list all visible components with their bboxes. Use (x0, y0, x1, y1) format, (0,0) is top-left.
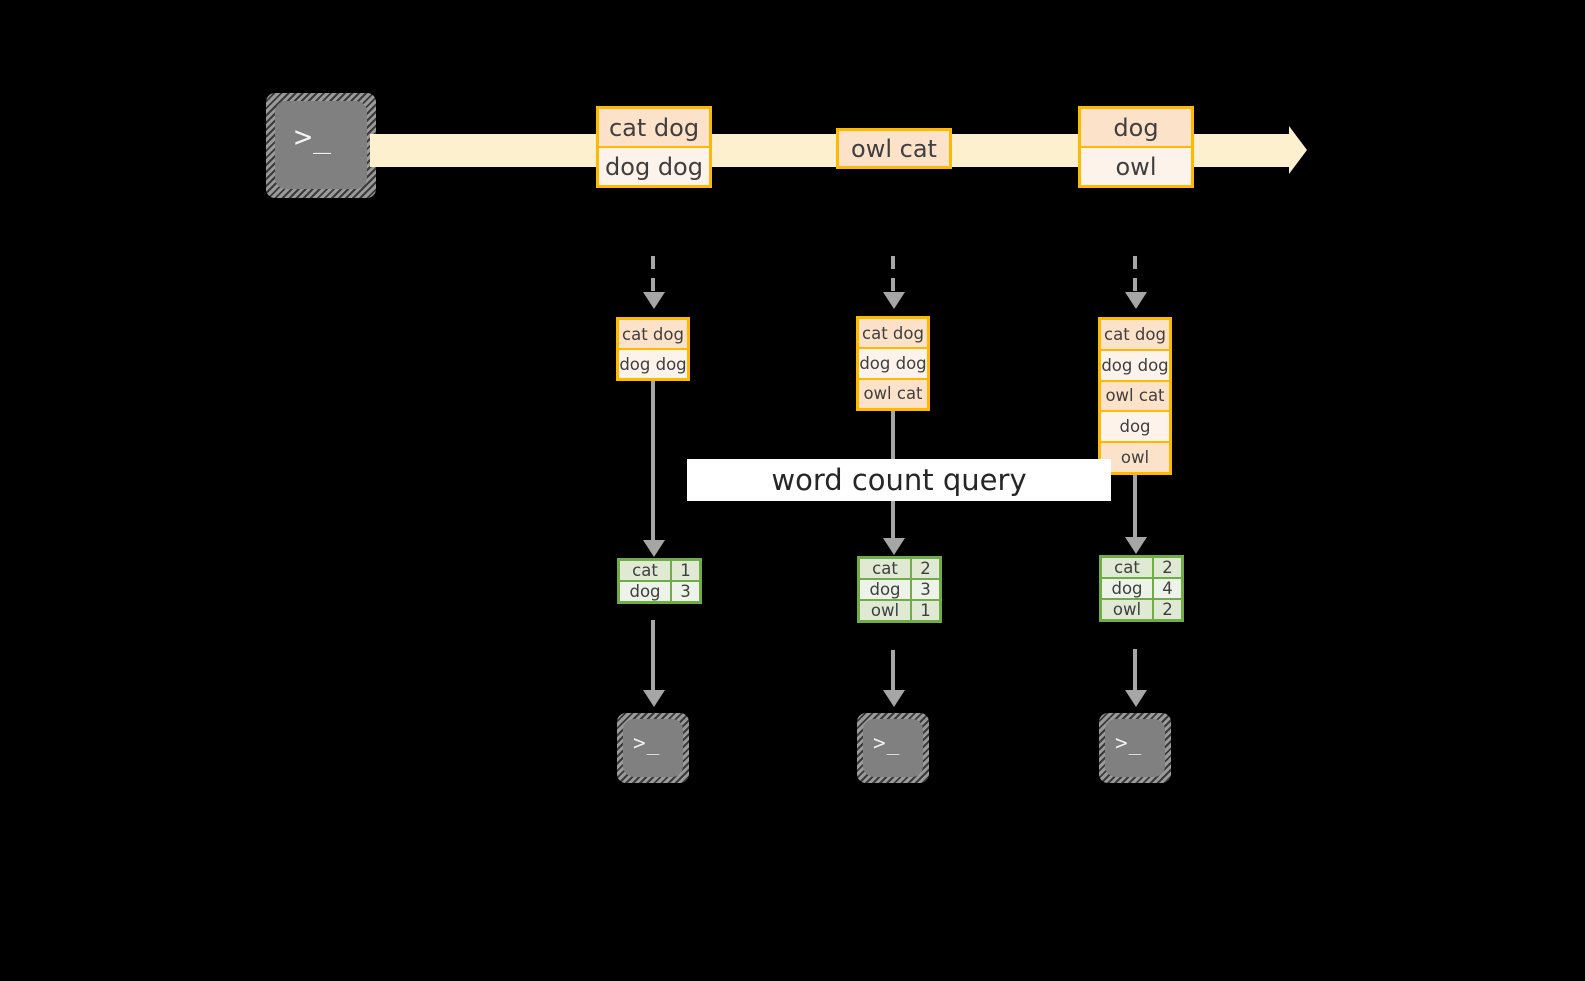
query-label: word count query (687, 459, 1111, 501)
snapshot-2-sink-terminal-icon: >_ (857, 713, 929, 783)
snapshot-3-row-3: owl cat (1101, 379, 1169, 411)
stream-batch-1-line-1: cat dog (599, 109, 709, 146)
snapshot-1-sink-terminal-icon: >_ (617, 713, 689, 783)
terminal-prompt-icon: >_ (1115, 731, 1143, 755)
stream-batch-3: dog owl (1078, 106, 1194, 188)
snapshot-2-trigger-line (891, 256, 895, 292)
table-row: cat 2 (860, 559, 939, 578)
stream-batch-1: cat dog dog dog (596, 106, 712, 188)
source-terminal-icon: >_ (266, 93, 376, 198)
result-word: owl (860, 601, 912, 620)
result-word: cat (860, 559, 912, 578)
stream-batch-3-line-1: dog (1081, 109, 1191, 146)
table-row: dog 3 (860, 578, 939, 599)
snapshot-1-sink-line (651, 620, 655, 693)
snapshot-2-sink-line (891, 650, 895, 693)
snapshot-3-row-5: owl (1101, 441, 1169, 472)
snapshot-1-trigger-line (651, 256, 655, 292)
snapshot-1-row-1: cat dog (619, 320, 687, 348)
result-word: cat (1102, 558, 1154, 577)
snapshot-1-accumulated-table: cat dog dog dog (616, 317, 690, 381)
terminal-face (623, 719, 683, 777)
snapshot-1-query-line (651, 381, 655, 544)
result-count: 2 (1154, 558, 1181, 577)
snapshot-3-sink-line (1133, 649, 1137, 693)
result-count: 2 (1154, 600, 1181, 619)
snapshot-3-accumulated-table: cat dog dog dog owl cat dog owl (1098, 317, 1172, 475)
table-row: cat 2 (1102, 558, 1181, 577)
snapshot-3-query-arrow-icon (1125, 537, 1147, 554)
result-count: 3 (912, 580, 939, 599)
terminal-face (275, 101, 367, 189)
terminal-face (863, 719, 923, 777)
stream-batch-1-line-2: dog dog (599, 146, 709, 185)
snapshot-1-result-table: cat 1 dog 3 (617, 558, 702, 604)
table-row: cat 1 (620, 561, 699, 580)
table-row: dog 4 (1102, 577, 1181, 598)
result-word: dog (1102, 579, 1154, 598)
snapshot-1-sink-arrow-icon (643, 690, 665, 707)
snapshot-2-row-2: dog dog (859, 347, 927, 378)
result-word: owl (1102, 600, 1154, 619)
snapshot-3-sink-terminal-icon: >_ (1099, 713, 1171, 783)
result-count: 1 (912, 601, 939, 620)
snapshot-3-trigger-arrow-icon (1125, 292, 1147, 309)
stream-arrow-icon (1289, 126, 1307, 174)
table-row: owl 2 (1102, 598, 1181, 619)
result-count: 2 (912, 559, 939, 578)
table-row: dog 3 (620, 580, 699, 601)
result-count: 1 (672, 561, 699, 580)
snapshot-3-row-2: dog dog (1101, 348, 1169, 380)
snapshot-3-sink-arrow-icon (1125, 690, 1147, 707)
stream-batch-3-line-2: owl (1081, 146, 1191, 185)
snapshot-2-row-1: cat dog (859, 319, 927, 348)
result-word: dog (860, 580, 912, 599)
snapshot-2-accumulated-table: cat dog dog dog owl cat (856, 316, 930, 411)
snapshot-1-trigger-arrow-icon (643, 292, 665, 309)
snapshot-3-row-1: cat dog (1101, 320, 1169, 349)
stream-batch-2-line-1: owl cat (839, 131, 949, 166)
snapshot-3-query-line (1133, 475, 1137, 541)
result-count: 3 (672, 582, 699, 601)
snapshot-2-result-table: cat 2 dog 3 owl 1 (857, 556, 942, 623)
snapshot-1-row-2: dog dog (619, 348, 687, 378)
snapshot-3-trigger-line (1133, 256, 1137, 292)
snapshot-2-trigger-arrow-icon (883, 292, 905, 309)
result-word: cat (620, 561, 672, 580)
snapshot-2-sink-arrow-icon (883, 690, 905, 707)
terminal-prompt-icon: >_ (294, 120, 333, 155)
result-count: 4 (1154, 579, 1181, 598)
stream-batch-2: owl cat (836, 128, 952, 169)
snapshot-1-query-arrow-icon (643, 540, 665, 557)
table-row: owl 1 (860, 599, 939, 620)
snapshot-3-row-4: dog (1101, 410, 1169, 442)
snapshot-2-query-arrow-icon (883, 538, 905, 555)
snapshot-3-result-table: cat 2 dog 4 owl 2 (1099, 555, 1184, 622)
snapshot-2-row-3: owl cat (859, 377, 927, 408)
terminal-prompt-icon: >_ (873, 731, 901, 755)
terminal-face (1105, 719, 1165, 777)
terminal-prompt-icon: >_ (633, 731, 661, 755)
result-word: dog (620, 582, 672, 601)
